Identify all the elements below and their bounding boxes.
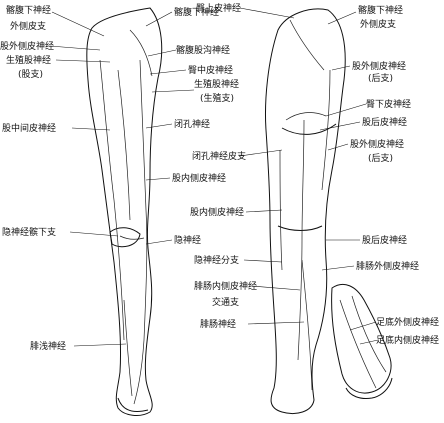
label-front-iliohypogastric: 髂腹下神经 xyxy=(6,6,51,16)
leader-back-lateral-femoral-2 xyxy=(328,144,348,150)
label-front-medial-femoral-cutaneous: 股内侧皮神经 xyxy=(172,174,226,184)
leader-front-saphenous xyxy=(146,240,172,244)
leader-foot-lateral-plantar xyxy=(350,322,376,330)
label-back-lateral-cutaneous-branch: 外侧皮支 xyxy=(360,20,396,30)
label-front-infrapatellar-branch: 隐神经髌下支 xyxy=(2,228,56,238)
label-back-iliohypogastric: 髂腹下神经 xyxy=(358,6,403,16)
front-nerve-medial xyxy=(134,60,147,404)
label-front-ilioinguinal: 髂腹股沟神经 xyxy=(176,46,230,56)
back-nerve-sural xyxy=(302,260,312,390)
back-knee-outline xyxy=(278,226,322,231)
label-back-communicating-branch: 交通支 xyxy=(212,298,239,308)
label-front-lateral-femoral-cutaneous: 股外侧皮神经 xyxy=(0,42,54,52)
label-front-genitofemoral: 生殖股神经 xyxy=(6,56,51,66)
label-front-lateral-cutaneous-branch: 外侧皮支 xyxy=(10,22,46,32)
leader-back-inferior-cluneal xyxy=(326,104,366,116)
label-back-posterior-femoral-cutaneous-2: 股后皮神经 xyxy=(362,236,407,246)
front-nerve-groin xyxy=(130,30,152,76)
label-front-intermediate-femoral-cutaneous: 股中间皮神经 xyxy=(2,124,56,134)
leader-front-superficial-peroneal xyxy=(74,344,126,346)
leader-front-lateral-femoral xyxy=(50,46,100,50)
label-front-genitofemoral-2: 生殖股神经 xyxy=(194,80,239,90)
label-back-obturator-cutaneous-branch: 闭孔神经皮支 xyxy=(192,152,246,162)
label-front-superficial-peroneal: 腓浅神经 xyxy=(30,342,66,352)
leader-front-obturator xyxy=(146,124,172,128)
front-nerve-peroneal xyxy=(124,300,132,396)
label-front-obturator: 闭孔神经 xyxy=(174,120,210,130)
label-back-medial-femoral-cutaneous: 股内侧皮神经 xyxy=(190,208,244,218)
label-back-lateral-femoral-cutaneous: 股外侧皮神经 xyxy=(352,62,406,72)
leader-back-superior-cluneal xyxy=(240,8,294,18)
leader-front-intermediate xyxy=(72,128,110,130)
front-nerve-intermediate xyxy=(118,70,130,220)
label-foot-lateral-plantar-cutaneous: 足底外侧皮神经 xyxy=(376,318,439,328)
label-back-sural: 腓肠神经 xyxy=(200,320,236,330)
front-nerve-infrapatellar xyxy=(120,236,144,239)
label-back-medial-sural-cutaneous: 腓肠内侧皮神经 xyxy=(194,282,257,292)
leader-back-saphenous-branch xyxy=(244,260,282,262)
leader-back-obturator-cutaneous xyxy=(240,150,282,156)
label-back-lateral-sural-cutaneous: 腓肠外侧皮神经 xyxy=(356,262,419,272)
leader-back-posterior-femoral xyxy=(320,122,360,130)
front-nerve-lateral xyxy=(100,60,124,340)
leader-front-genitofemoral xyxy=(56,60,110,62)
label-front-genital-branch: (生殖支) xyxy=(200,94,234,104)
back-nerve-cluneal xyxy=(290,20,324,70)
back-nerve-inferior-cluneal xyxy=(286,113,326,120)
label-back-saphenous-branch: 隐神经分支 xyxy=(194,256,239,266)
label-front-femoral-anterior-cutaneous: 臀中皮神经 xyxy=(188,66,233,76)
leader-back-medial-femoral xyxy=(246,210,282,212)
leader-back-lateral-femoral xyxy=(332,66,350,70)
label-back-inferior-cluneal: 臀下皮神经 xyxy=(366,100,411,110)
label-back-posterior-branch-2: (后支) xyxy=(368,154,393,164)
label-back-posterior-femoral-cutaneous: 股后皮神经 xyxy=(362,118,407,128)
label-front-saphenous: 隐神经 xyxy=(174,236,201,246)
back-nerve-posterior-femoral xyxy=(298,120,304,360)
leader-front-iliohypogastric-2 xyxy=(146,12,172,26)
leader-front-femoral-anterior xyxy=(150,70,186,74)
label-front-femoral-branch: (股支) xyxy=(18,70,43,80)
front-foot-outline xyxy=(118,398,148,412)
label-back-lateral-femoral-cutaneous-2: 股外侧皮神经 xyxy=(350,140,404,150)
label-back-posterior-branch: (后支) xyxy=(368,74,393,84)
label-back-superior-cluneal: 臀上皮神经 xyxy=(196,4,241,14)
leader-back-medial-sural xyxy=(252,286,300,290)
front-knee-outline xyxy=(110,228,140,247)
leader-back-sural xyxy=(248,322,304,324)
label-foot-medial-plantar-cutaneous: 足底内侧皮神经 xyxy=(376,336,439,346)
foot-toes-outline xyxy=(346,378,392,399)
leader-front-genitofemoral-2 xyxy=(152,90,194,92)
